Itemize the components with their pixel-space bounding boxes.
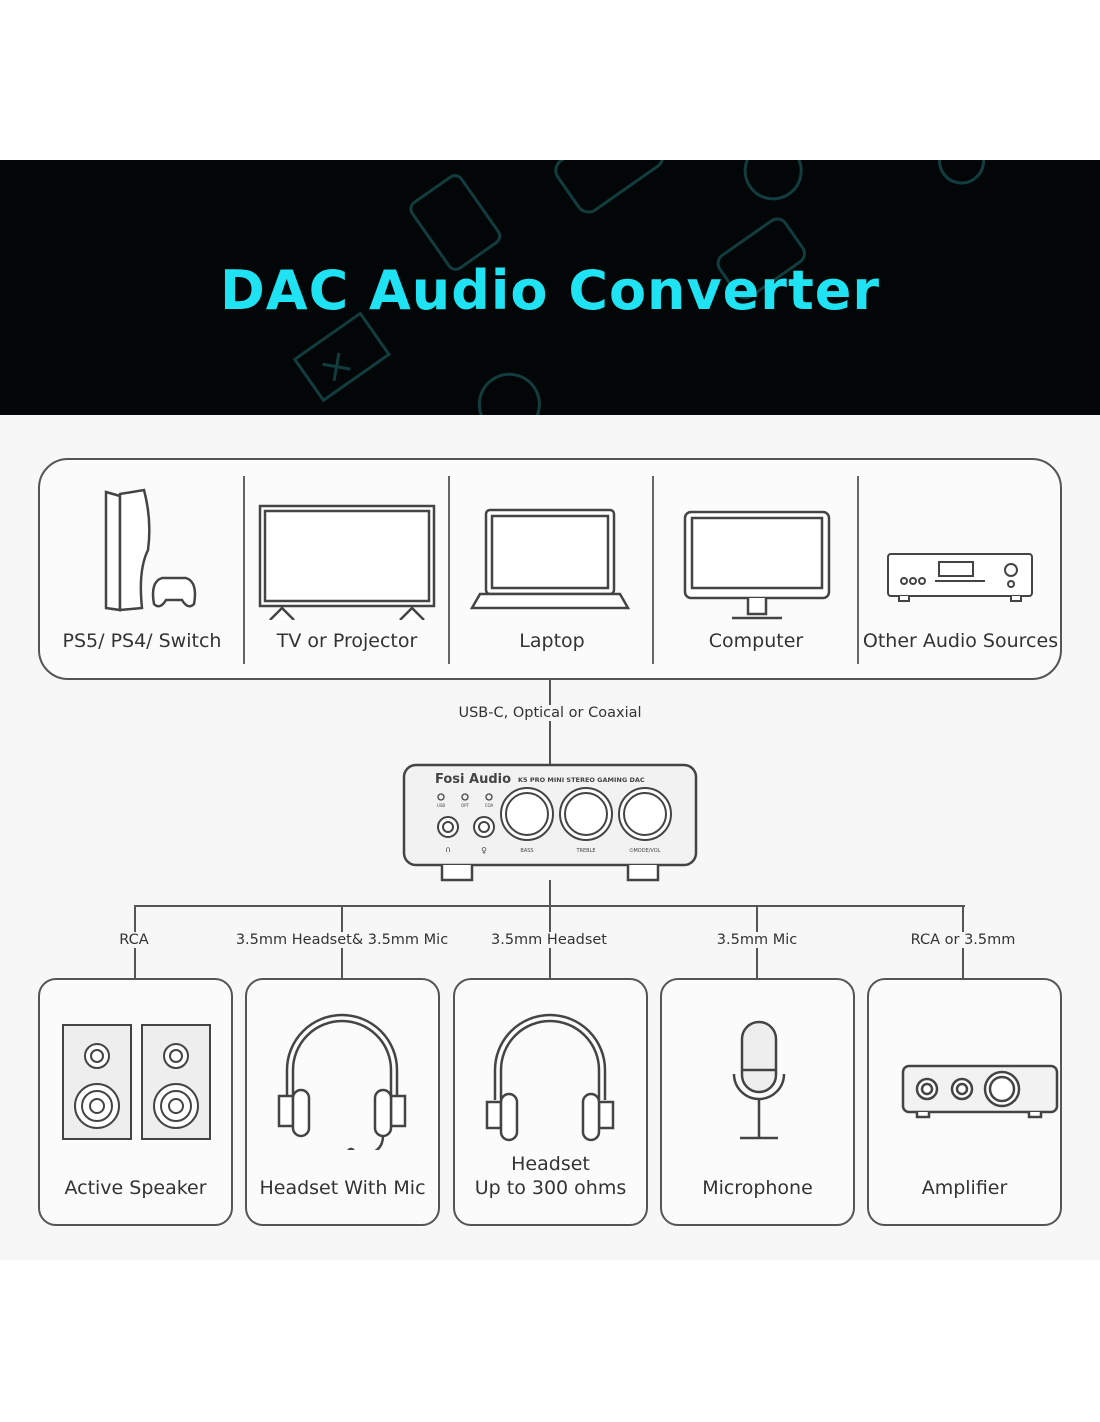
monitor-icon [683, 510, 831, 620]
laptop-icon [469, 508, 631, 610]
input-connector-line [549, 680, 551, 766]
source-laptop: Laptop [450, 460, 654, 678]
device-model: K5 PRO MINI STEREO GAMING DAC [518, 776, 645, 784]
audio-sources-panel: PS5/ PS4/ Switch TV or Projector Laptop … [38, 458, 1062, 680]
dac-device: Fosi Audio K5 PRO MINI STEREO GAMING DAC… [402, 763, 698, 882]
headset-mic-icon [277, 1013, 407, 1150]
led-label: OPT [461, 803, 470, 808]
source-label: PS5/ PS4/ Switch [62, 630, 222, 652]
source-label: Computer [708, 630, 804, 652]
input-connection-label: USB-C, Optical or Coaxial [455, 705, 645, 721]
game-console-icon [104, 488, 197, 612]
output-headset: Headset Up to 300 ohms [453, 978, 648, 1226]
divider [243, 476, 245, 664]
output-label: Headset [511, 1153, 590, 1175]
divider [652, 476, 654, 664]
output-amplifier: Amplifier [867, 978, 1062, 1226]
output-connector-line [549, 880, 551, 906]
knob-label-treble: TREBLE [575, 848, 595, 854]
headphone-icon: ∩ [445, 845, 451, 854]
divider [448, 476, 450, 664]
output-sublabel: Up to 300 ohms [474, 1177, 627, 1199]
microphone-icon [732, 1020, 786, 1140]
led-label: COA [485, 803, 494, 808]
knob-label-mode-vol: ⏻MODE/VOL [630, 848, 661, 854]
connection-label: RCA [116, 932, 152, 948]
source-label: Other Audio Sources [862, 630, 1059, 652]
headphones-icon [485, 1013, 615, 1142]
led-label: USB [437, 803, 445, 808]
output-active-speaker: Active Speaker [38, 978, 233, 1226]
output-label: Active Speaker [64, 1177, 207, 1199]
source-computer: Computer [654, 460, 858, 678]
speaker-icon [62, 1024, 211, 1140]
game-pattern-background [292, 160, 986, 415]
mic-icon: ♀ [481, 846, 487, 855]
source-tv: TV or Projector [245, 460, 449, 678]
knob-label-bass: BASS [520, 848, 533, 854]
connection-label: RCA or 3.5mm [907, 932, 1019, 948]
source-label: Laptop [519, 630, 585, 652]
output-headset-with-mic: Headset With Mic [245, 978, 440, 1226]
tv-icon [258, 504, 436, 620]
device-brand: Fosi Audio [435, 772, 511, 787]
page-title: DAC Audio Converter [219, 259, 881, 322]
output-label: Headset With Mic [259, 1177, 426, 1199]
source-game-console: PS5/ PS4/ Switch [40, 460, 244, 678]
audio-source-icon [887, 553, 1033, 602]
output-microphone: Microphone [660, 978, 855, 1226]
divider [857, 476, 859, 664]
header-banner: DAC Audio Converter [0, 160, 1100, 415]
output-label: Amplifier [921, 1177, 1008, 1199]
connection-label: 3.5mm Headset [488, 932, 610, 948]
output-label: Microphone [702, 1177, 813, 1199]
amplifier-icon [901, 1064, 1059, 1119]
source-label: TV or Projector [276, 630, 418, 652]
connection-label: 3.5mm Mic [713, 932, 801, 948]
source-other-audio: Other Audio Sources [859, 460, 1062, 678]
connection-label: 3.5mm Headset& 3.5mm Mic [232, 932, 452, 948]
